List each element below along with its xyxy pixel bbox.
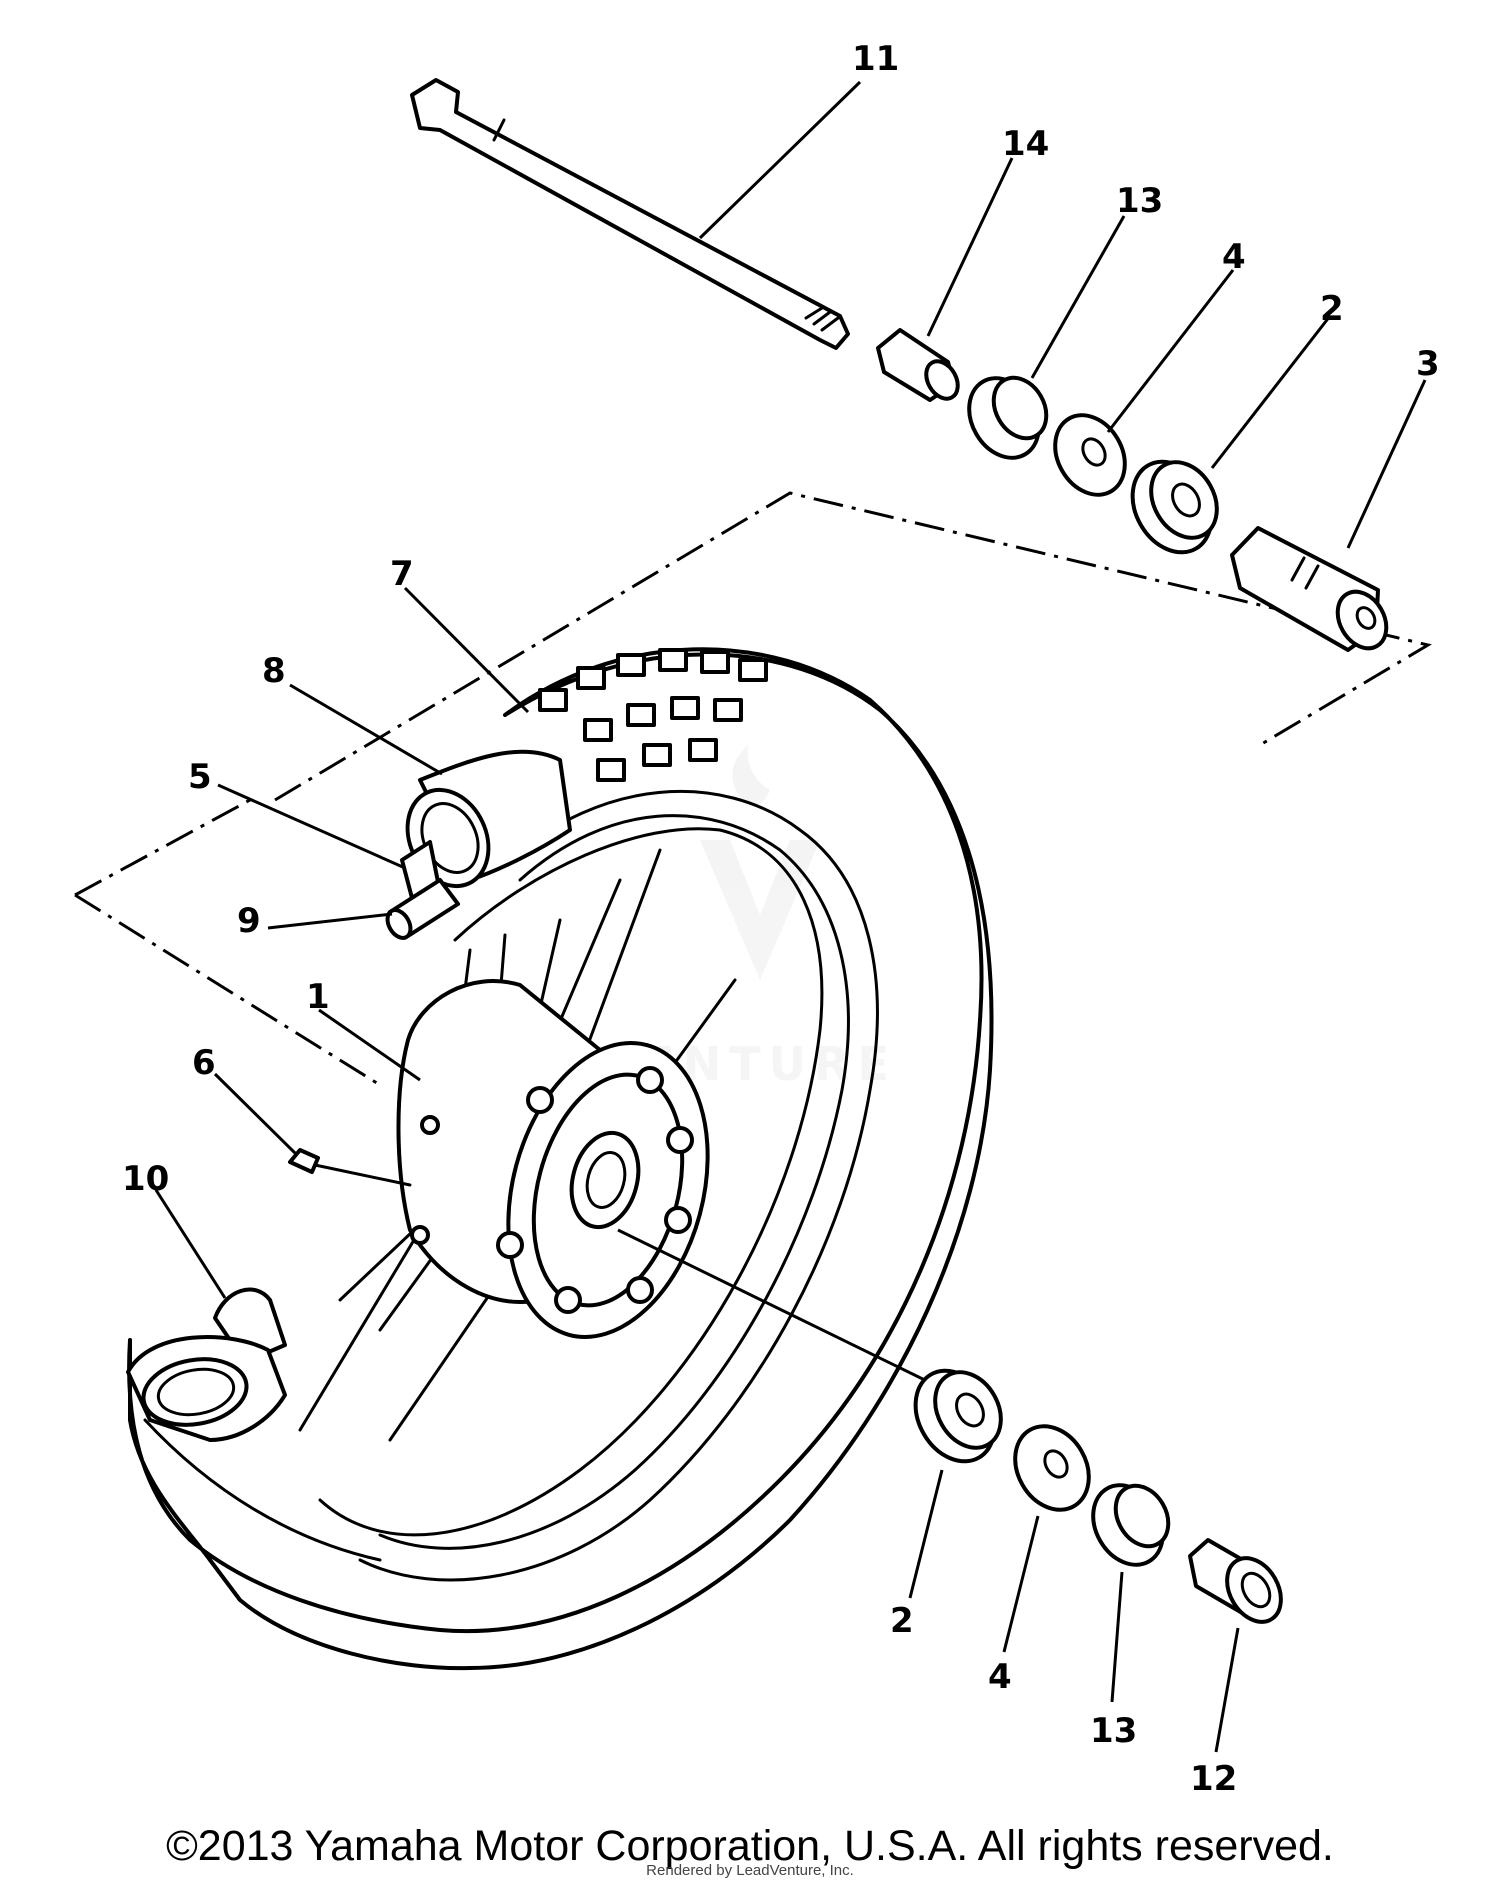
callout-11: 11 bbox=[852, 39, 899, 79]
callout-3: 3 bbox=[1416, 344, 1440, 384]
callout-7: 7 bbox=[390, 554, 414, 594]
hub bbox=[396, 979, 710, 1339]
axle-centerline bbox=[617, 1228, 936, 1387]
spacer bbox=[1230, 526, 1389, 652]
spacer-flange-top bbox=[1053, 413, 1127, 497]
callout-13-top: 13 bbox=[1116, 181, 1163, 221]
callout-labels: 11 14 13 4 2 3 7 8 5 9 1 6 10 2 4 13 12 bbox=[122, 39, 1440, 1799]
callout-12: 12 bbox=[1190, 1759, 1237, 1799]
tire-tread bbox=[538, 648, 768, 782]
assembly-lines bbox=[74, 491, 1432, 1087]
rendered-by-note: Rendered by LeadVenture, Inc. bbox=[646, 1862, 854, 1879]
callout-10: 10 bbox=[122, 1159, 169, 1199]
collar bbox=[876, 328, 960, 402]
callout-13-bottom: 13 bbox=[1090, 1711, 1137, 1751]
callout-5: 5 bbox=[188, 757, 212, 797]
axle bbox=[410, 78, 850, 350]
callout-4-bottom: 4 bbox=[988, 1657, 1012, 1697]
callout-8: 8 bbox=[262, 651, 286, 691]
callout-9: 9 bbox=[237, 901, 261, 941]
collar-flanged bbox=[1188, 1538, 1283, 1624]
callout-2-bottom: 2 bbox=[890, 1601, 914, 1641]
callout-14: 14 bbox=[1002, 124, 1049, 164]
spoke-nipple bbox=[288, 1148, 412, 1187]
leader-lines bbox=[154, 80, 1427, 1753]
spacer-flange-bottom bbox=[1013, 1424, 1091, 1512]
oil-seal-bottom bbox=[1091, 1483, 1171, 1567]
tire bbox=[127, 647, 994, 1671]
valve bbox=[385, 878, 460, 940]
oil-seal-top bbox=[967, 375, 1049, 460]
copyright-notice: ©2013 Yamaha Motor Corporation, U.S.A. A… bbox=[166, 1822, 1334, 1870]
tube-protector bbox=[126, 1287, 287, 1442]
callout-6: 6 bbox=[192, 1043, 216, 1083]
bearing-top bbox=[1130, 459, 1219, 555]
callout-2-top: 2 bbox=[1320, 289, 1344, 329]
callout-4-top: 4 bbox=[1222, 237, 1246, 277]
bearing-bottom bbox=[913, 1368, 1003, 1464]
callout-1: 1 bbox=[306, 977, 330, 1017]
